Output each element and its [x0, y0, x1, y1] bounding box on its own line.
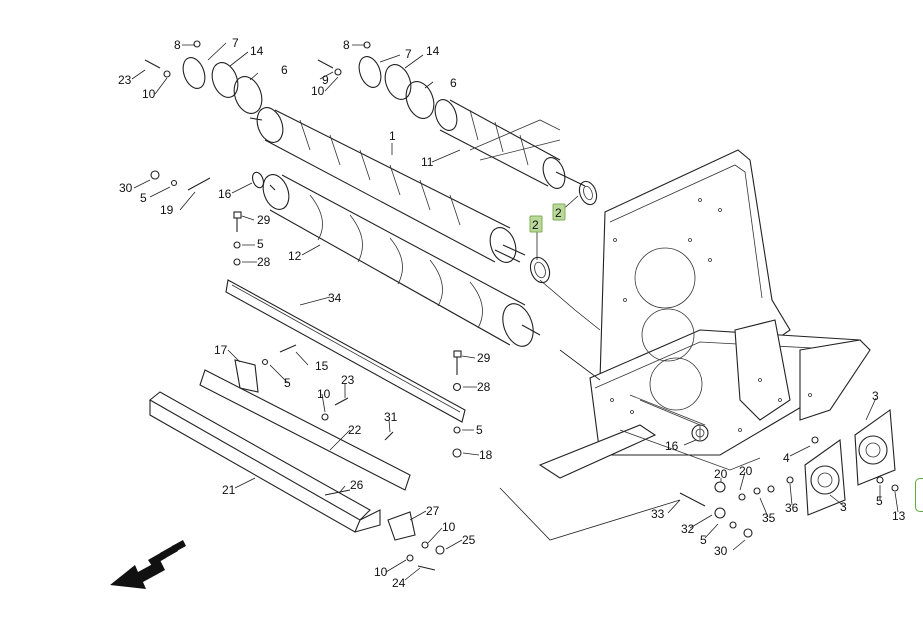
callout-23[interactable]: 23	[341, 373, 355, 387]
callout-32[interactable]: 32	[681, 522, 695, 536]
callout-22[interactable]: 22	[348, 423, 362, 437]
fastener-group-29-28-right	[452, 350, 462, 458]
callout-28[interactable]: 28	[477, 380, 491, 394]
callout-7[interactable]: 7	[405, 47, 412, 61]
highlight-part-2	[529, 203, 566, 233]
fastener-group-29-28-left	[233, 211, 242, 266]
callout-19[interactable]: 19	[160, 203, 174, 217]
callout-20[interactable]: 20	[739, 464, 753, 478]
callout-21[interactable]: 21	[222, 483, 236, 497]
callout-14[interactable]: 14	[250, 44, 264, 58]
side-frame-panel	[538, 149, 871, 479]
callout-7[interactable]: 7	[232, 36, 239, 50]
callout-12[interactable]: 12	[288, 249, 302, 263]
callout-5[interactable]: 5	[284, 376, 291, 390]
bearing-housing-set-left	[144, 40, 263, 114]
callout-30[interactable]: 30	[119, 181, 133, 195]
bracket-plate-22	[199, 344, 411, 491]
callout-13[interactable]: 13	[892, 509, 906, 523]
callout-35[interactable]: 35	[762, 511, 776, 525]
callout-24[interactable]: 24	[392, 576, 406, 590]
callout-4[interactable]: 4	[783, 451, 790, 465]
bearing-flange-3-inner	[804, 438, 846, 516]
callout-26[interactable]: 26	[350, 478, 364, 492]
callout-6[interactable]: 6	[450, 76, 457, 90]
callout-14[interactable]: 14	[426, 44, 440, 58]
callout-1[interactable]: 1	[389, 129, 396, 143]
roller-1	[249, 107, 526, 263]
bearing-2-lower	[529, 256, 551, 284]
callout-10[interactable]: 10	[142, 87, 156, 101]
callout-34[interactable]: 34	[328, 291, 342, 305]
callout-5[interactable]: 5	[140, 191, 147, 205]
callout-9[interactable]: 9	[322, 73, 329, 87]
callout-10[interactable]: 10	[317, 387, 331, 401]
callout-27[interactable]: 27	[426, 504, 440, 518]
forward-direction-arrow-icon	[110, 540, 186, 589]
fastener-group-16-19	[150, 170, 276, 191]
callout-36[interactable]: 36	[785, 501, 799, 515]
callout-5[interactable]: 5	[700, 533, 707, 547]
callout-17[interactable]: 17	[214, 343, 228, 357]
callout-23[interactable]: 23	[118, 73, 132, 87]
callout-2-highlighted[interactable]: 2	[532, 218, 539, 232]
callout-25[interactable]: 25	[462, 533, 476, 547]
callout-29[interactable]: 29	[477, 351, 491, 365]
callout-20[interactable]: 20	[714, 467, 728, 481]
callout-30[interactable]: 30	[714, 544, 728, 558]
callout-33[interactable]: 33	[651, 507, 665, 521]
callout-5[interactable]: 5	[876, 494, 883, 508]
callout-3[interactable]: 3	[840, 500, 847, 514]
callout-10[interactable]: 10	[311, 84, 325, 98]
side-panel-tab[interactable]	[915, 478, 923, 512]
callout-15[interactable]: 15	[315, 359, 329, 373]
callout-6[interactable]: 6	[281, 63, 288, 77]
callout-8[interactable]: 8	[174, 38, 181, 52]
roller-11	[434, 99, 586, 189]
callout-2-highlighted[interactable]: 2	[555, 206, 562, 220]
right-fasteners	[679, 424, 899, 538]
roller-12	[262, 174, 541, 347]
callout-3[interactable]: 3	[872, 389, 879, 403]
bearing-housing-set-right	[317, 41, 435, 119]
callout-16[interactable]: 16	[218, 187, 232, 201]
callout-8[interactable]: 8	[343, 38, 350, 52]
frame-bar-21	[149, 391, 381, 533]
fastener-group-24-27	[387, 511, 445, 571]
scraper-bar-34	[225, 279, 466, 423]
callout-10[interactable]: 10	[442, 520, 456, 534]
callout-5[interactable]: 5	[476, 423, 483, 437]
callout-5[interactable]: 5	[257, 237, 264, 251]
callout-11[interactable]: 11	[421, 155, 434, 169]
callout-16[interactable]: 16	[665, 439, 679, 453]
leader-lines	[131, 42, 899, 581]
callout-28[interactable]: 28	[257, 255, 271, 269]
callout-29[interactable]: 29	[257, 213, 271, 227]
callout-labels: 8 7 14 6 23 10 8 7 14 9 6 10 1 11 30 5 1…	[118, 36, 906, 590]
callout-31[interactable]: 31	[384, 410, 398, 424]
bearing-flange-3-outer	[854, 408, 896, 486]
bearing-2-upper	[578, 180, 598, 206]
callout-18[interactable]: 18	[479, 448, 493, 462]
callout-10[interactable]: 10	[374, 565, 388, 579]
